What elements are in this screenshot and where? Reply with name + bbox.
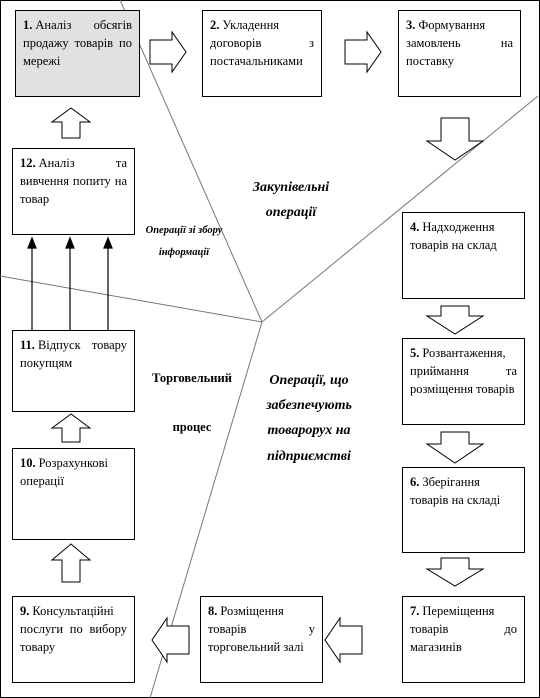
- step-text: Формування замовлень на поставку: [406, 18, 513, 69]
- step-text: Переміщення товарів до магазинів: [410, 604, 517, 655]
- step-box-10: 10.Розрахункові операції: [12, 448, 135, 540]
- step-text: Надходження товарів на склад: [410, 220, 497, 253]
- step-text: Консультаційні послуги по вибору товару: [20, 604, 127, 655]
- divider-line-right: [261, 95, 539, 323]
- step-box-11: 11.Відпуск товару покупцям: [12, 330, 135, 412]
- arrow-7-to-8: [324, 616, 363, 664]
- arrow-1-to-2: [149, 30, 187, 74]
- step-box-4: 4.Надходження товарів на склад: [402, 212, 525, 299]
- step-number: 9.: [20, 604, 30, 618]
- step-number: 1.: [23, 18, 33, 32]
- step-text: Розрахункові операції: [20, 456, 109, 489]
- arrow-10-to-11: [50, 413, 92, 443]
- step-number: 6.: [410, 475, 420, 489]
- step-text: Аналіз обсягів продажу товарів по мережі: [23, 18, 132, 69]
- step-box-3: 3.Формування замовлень на поставку: [398, 10, 521, 97]
- step-text: Укладення договорів з постачальниками: [210, 18, 314, 69]
- step-box-9: 9.Консультаційні послуги по вибору товар…: [12, 596, 135, 683]
- step-box-7: 7.Переміщення товарів до магазинів: [402, 596, 525, 683]
- arrow-12-to-1: [50, 107, 92, 139]
- step-box-2: 2.Укладення договорів з постачальниками: [202, 10, 322, 97]
- divider-line-left: [0, 275, 263, 323]
- step-box-12: 12.Аналіз та вивчення попиту на товар: [12, 148, 135, 235]
- arrow-5-to-6: [425, 431, 485, 464]
- step-number: 3.: [406, 18, 416, 32]
- step-box-8: 8.Розміщення товарів у торговельний залі: [200, 596, 323, 683]
- step-box-1: 1.Аналіз обсягів продажу товарів по мере…: [15, 10, 140, 97]
- label-movement-ops: Операції, що забезпечують товарорух на п…: [266, 373, 352, 464]
- arrow-3-to-4: [425, 117, 485, 161]
- info-flow-arrows: [27, 236, 113, 330]
- arrow-9-to-10: [50, 543, 92, 583]
- step-number: 4.: [410, 220, 420, 234]
- step-text: Зберігання товарів на складі: [410, 475, 501, 508]
- label-info-gathering: Операції зі збору інформації: [145, 225, 223, 259]
- step-text: Розвантаження, приймання та розміщення т…: [410, 346, 517, 397]
- step-box-6: 6.Зберігання товарів на складі: [402, 467, 525, 553]
- step-number: 7.: [410, 604, 420, 618]
- step-box-5: 5.Розвантаження, приймання та розміщення…: [402, 338, 525, 425]
- label-trade-process: Торговельний процес: [152, 371, 232, 434]
- step-number: 5.: [410, 346, 420, 360]
- step-number: 12.: [20, 156, 36, 170]
- step-text: Аналіз та вивчення попиту на товар: [20, 156, 127, 207]
- step-number: 11.: [20, 338, 35, 352]
- step-number: 10.: [20, 456, 36, 470]
- divider-line-top: [119, 0, 263, 323]
- step-text: Розміщення товарів у торговельний залі: [208, 604, 315, 655]
- arrow-2-to-3: [344, 30, 382, 74]
- arrow-4-to-5: [425, 305, 485, 335]
- label-procurement: Закупівельні операції: [252, 180, 330, 220]
- step-text: Відпуск товару покупцям: [20, 338, 127, 371]
- step-number: 2.: [210, 18, 220, 32]
- arrow-6-to-7: [425, 557, 485, 587]
- step-number: 8.: [208, 604, 218, 618]
- arrow-8-to-9: [151, 616, 190, 664]
